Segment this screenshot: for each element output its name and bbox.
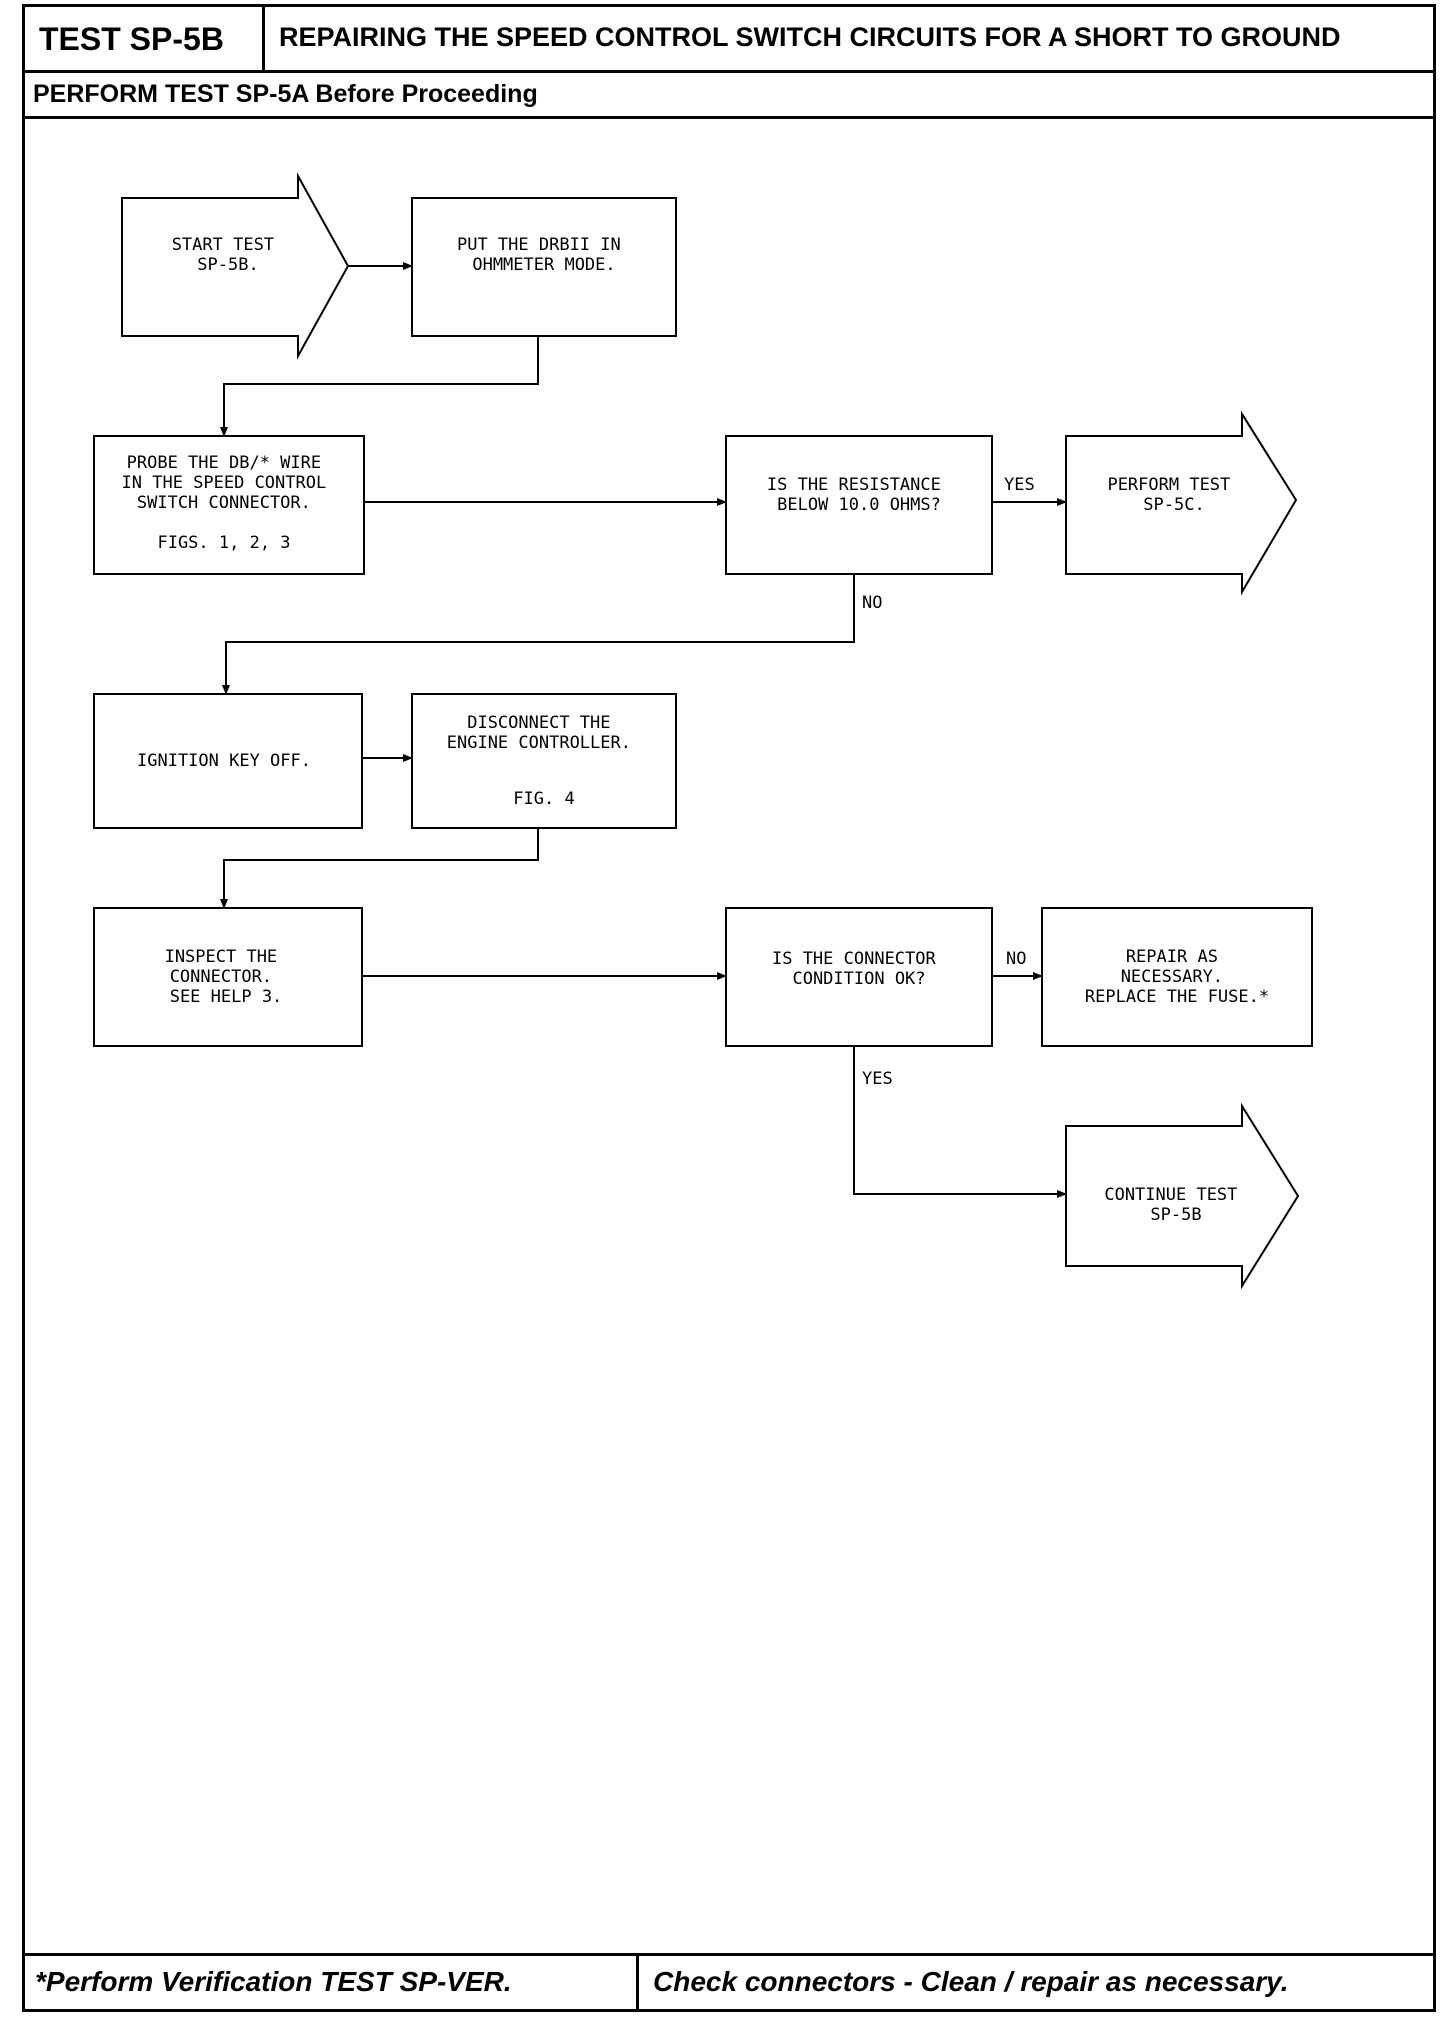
diagnostic-page: TEST SP-5B REPAIRING THE SPEED CONTROL S… bbox=[22, 4, 1436, 2012]
branch-label-yes: YES bbox=[1004, 475, 1035, 495]
perform-5c-text: PERFORM TEST SP-5C. bbox=[1107, 475, 1240, 515]
resistance-question-text: IS THE RESISTANCE BELOW 10.0 OHMS? bbox=[767, 475, 951, 515]
footer-connector-note: Check connectors - Clean / repair as nec… bbox=[653, 1966, 1289, 1997]
start-arrow-shape bbox=[121, 172, 350, 360]
test-code: TEST SP-5B bbox=[25, 7, 265, 73]
test-title: REPAIRING THE SPEED CONTROL SWITCH CIRCU… bbox=[265, 7, 1433, 73]
connector-resistance-no bbox=[222, 574, 855, 695]
header: TEST SP-5B REPAIRING THE SPEED CONTROL S… bbox=[25, 7, 1433, 73]
connector-question-text: IS THE CONNECTOR CONDITION OK? bbox=[772, 949, 946, 989]
branch-label-no-repair: NO bbox=[1006, 949, 1026, 969]
branch-label-yes-continue: YES bbox=[862, 1069, 893, 1089]
perform-5c-arrow-shape bbox=[1065, 410, 1298, 596]
connector-disconnect-inspect bbox=[220, 828, 539, 909]
repair-text: REPAIR AS NECESSARY. REPLACE THE FUSE.* bbox=[1085, 947, 1269, 1007]
continue-arrow-shape bbox=[1065, 1102, 1300, 1290]
start-text: START TEST SP-5B. bbox=[172, 235, 285, 275]
ohmmeter-text: PUT THE DRBII IN OHMMETER MODE. bbox=[457, 235, 631, 275]
inspect-text: INSPECT THE CONNECTOR. SEE HELP 3. bbox=[165, 947, 288, 1007]
connector-ohmmeter-probe bbox=[220, 336, 539, 437]
ignition-text: IGNITION KEY OFF. bbox=[137, 751, 311, 771]
footer-verification-note: *Perform Verification TEST SP-VER. bbox=[25, 1956, 639, 2009]
probe-text: PROBE THE DB/* WIRE IN THE SPEED CONTROL… bbox=[122, 453, 337, 553]
branch-label-no: NO bbox=[862, 593, 882, 613]
footer: *Perform Verification TEST SP-VER. Check… bbox=[25, 1953, 1433, 2009]
prerequisite-note: PERFORM TEST SP-5A Before Proceeding bbox=[25, 73, 1433, 119]
disconnect-text: DISCONNECT THE ENGINE CONTROLLER. FIG. 4 bbox=[447, 713, 641, 809]
probe-box bbox=[93, 435, 365, 575]
connector-connector-yes bbox=[853, 1046, 1067, 1198]
continue-text: CONTINUE TEST SP-5B bbox=[1104, 1185, 1247, 1225]
